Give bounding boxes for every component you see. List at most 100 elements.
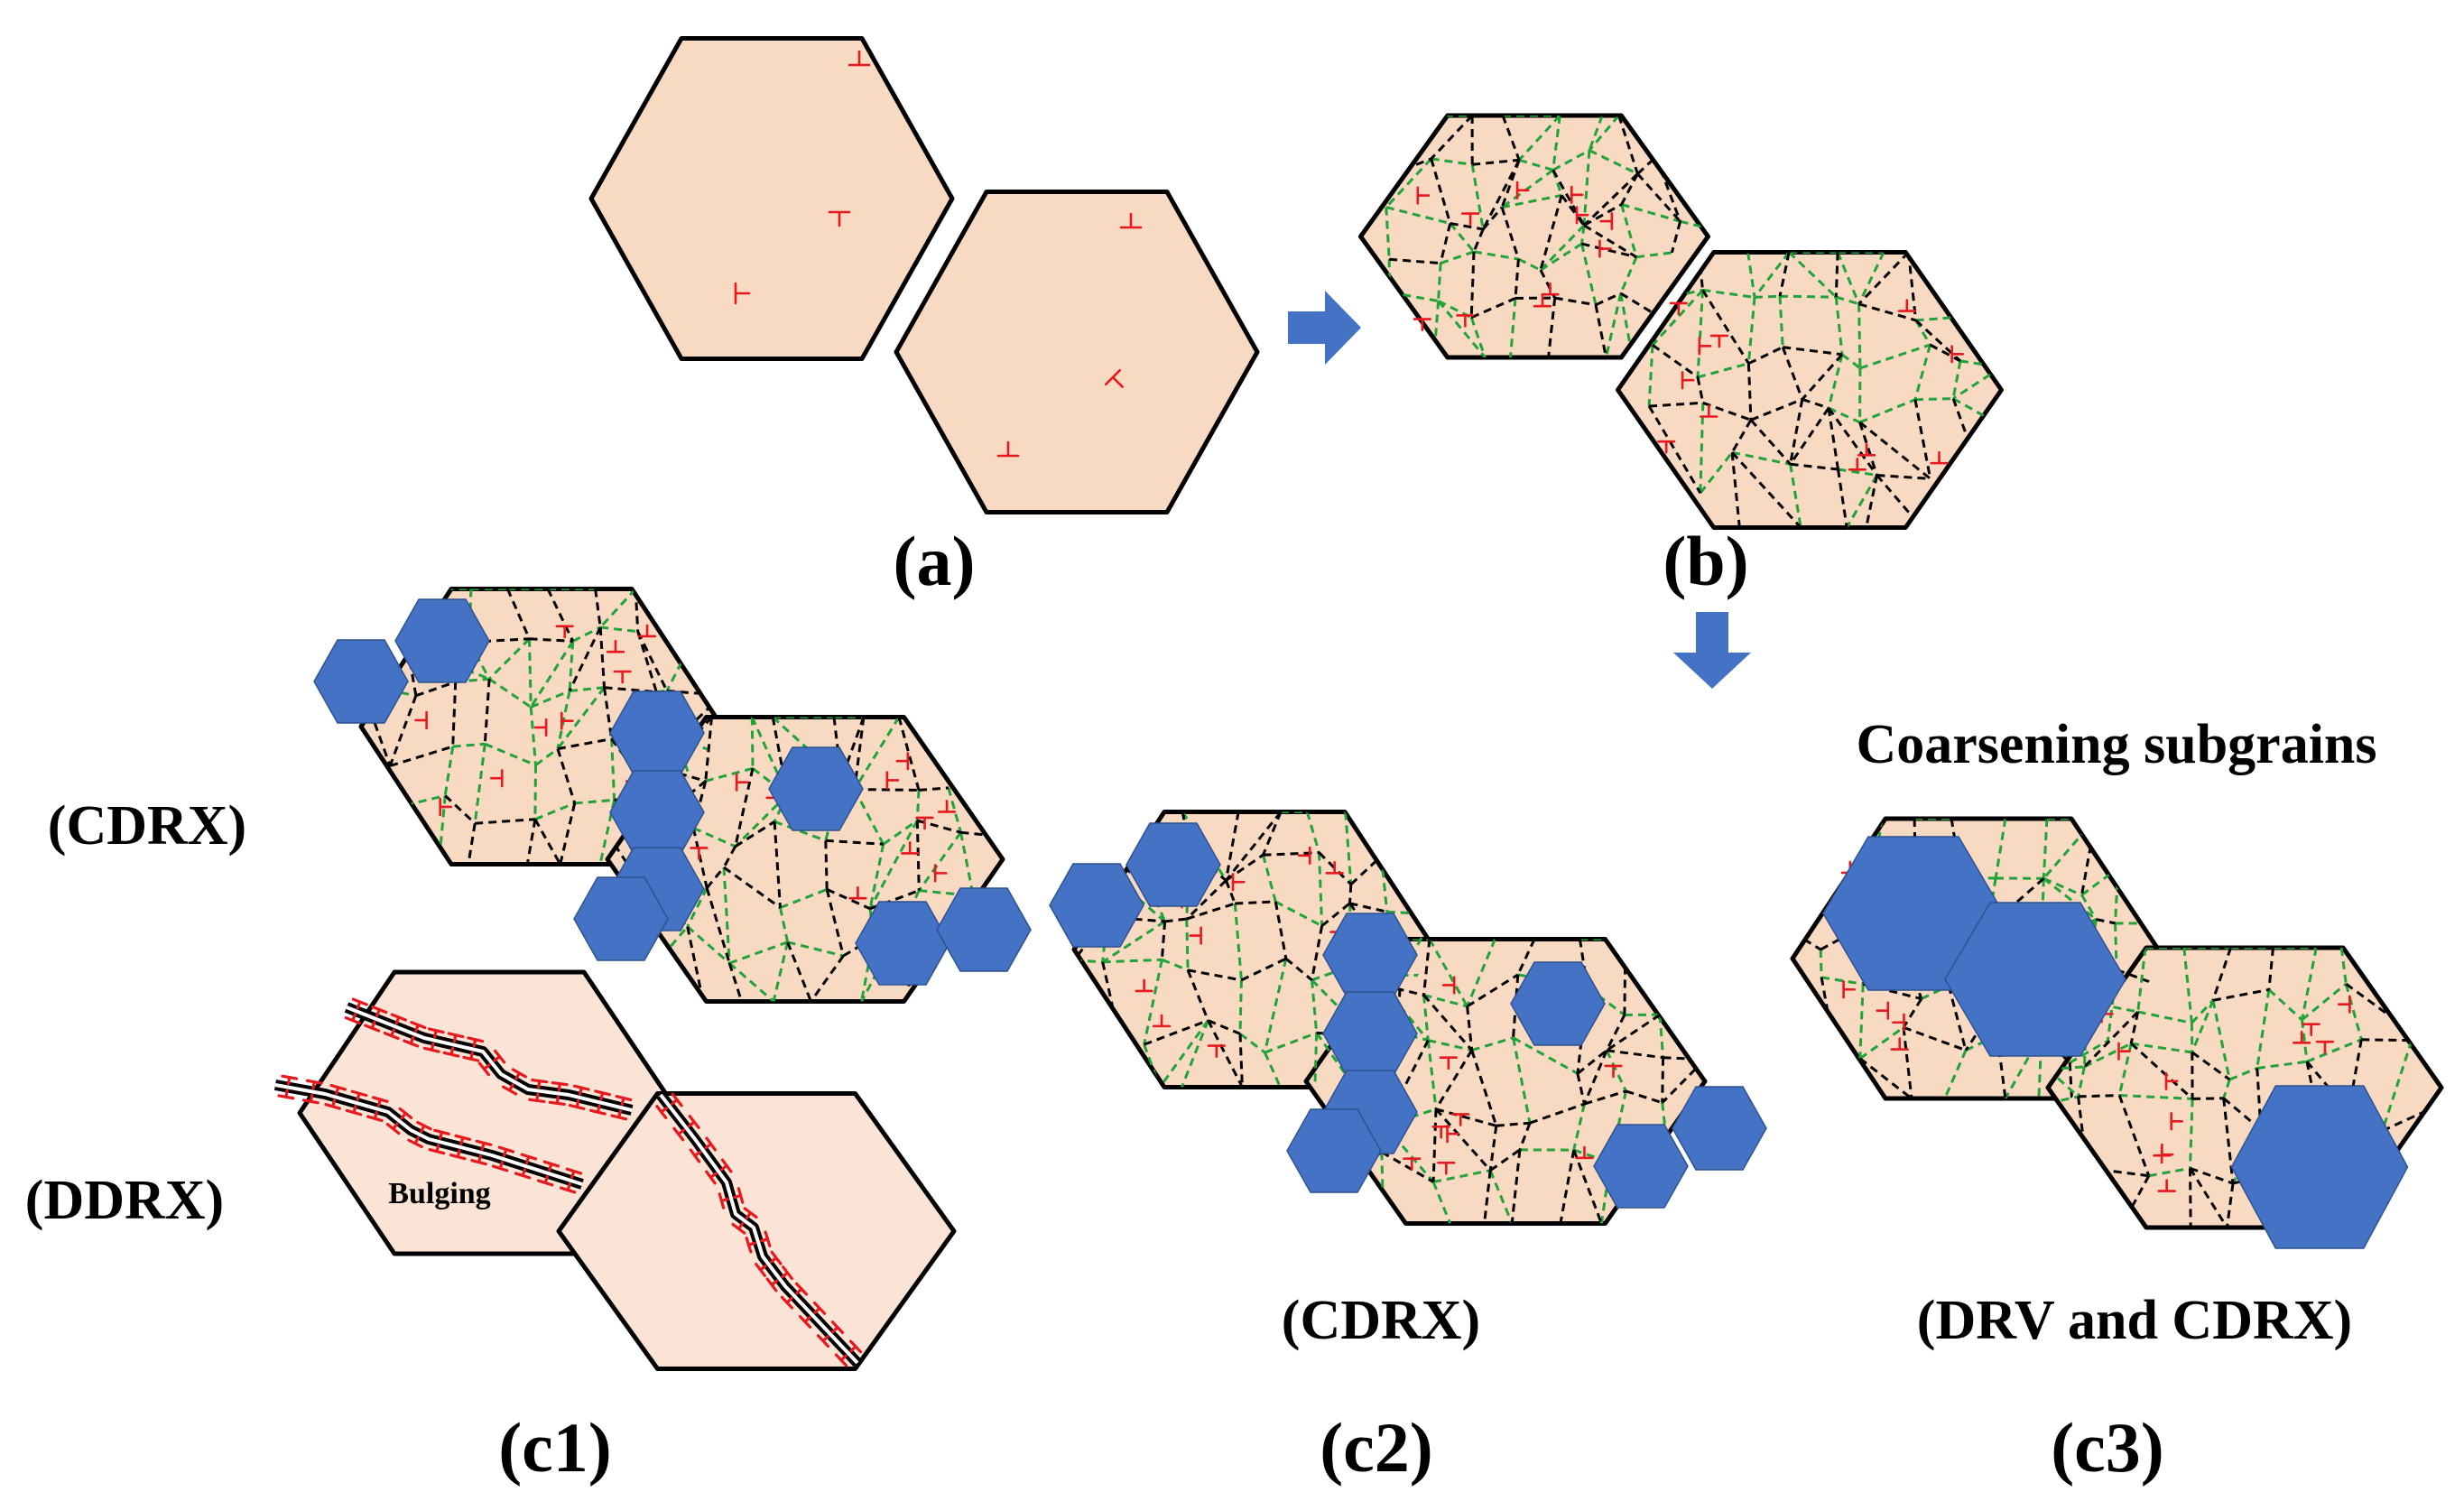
subgrains-b-right-dislocation-3 xyxy=(1857,443,1876,457)
subgrains-c2-right-dislocation-0 xyxy=(1437,1161,1456,1175)
recrystallized-grain-c2-7 xyxy=(1593,1124,1689,1209)
bulge-boundary-1-dislocation-6 xyxy=(462,1036,485,1062)
subgrains-c1-left-dislocation-9 xyxy=(439,797,452,817)
subgrains-b-right-green xyxy=(1647,252,2002,528)
subgrains-c2-right-dislocation-5 xyxy=(1439,1056,1458,1070)
bulge-boundary-3-dislocation-4 xyxy=(718,1187,745,1209)
arrow-down-icon xyxy=(1673,612,1751,689)
subgrains-c3-right-dislocation-1 xyxy=(2157,1179,2176,1192)
recrystallized-grain-c1-0 xyxy=(313,639,409,724)
bulge-boundary-3-dislocation-6 xyxy=(745,1230,772,1254)
subgrains-c2-right-dislocation-3 xyxy=(1575,1145,1594,1160)
subgrains-b-left-green xyxy=(1385,116,1709,357)
subgrains-c2-right-dislocation-1 xyxy=(1451,1113,1470,1126)
subgrains-c3-left-dislocation-3 xyxy=(1876,1001,1890,1020)
bulge-boundary-2-dislocation-4 xyxy=(366,1096,389,1123)
dislocation-a-5 xyxy=(996,440,1020,458)
subgrains-c1-right-dislocation-7 xyxy=(848,885,867,900)
subgrains-c1-right-dislocation-4 xyxy=(938,800,957,813)
bulge-boundary-1-dislocation-3 xyxy=(403,1021,427,1048)
dislocation-a-4 xyxy=(1104,368,1124,388)
ddrx-left-label: (DDRX) xyxy=(25,1170,224,1231)
cdrx-c2-label: (CDRX) xyxy=(1282,1290,1480,1351)
subgrains-b-right-dislocation-7 xyxy=(1897,299,1916,312)
subgrains-b-left-dislocation-0 xyxy=(1515,181,1530,199)
bulge-boundary-2-dislocation-8 xyxy=(449,1134,472,1161)
bulge-boundary-2-inner xyxy=(274,1083,583,1186)
cdrx-left-label: (CDRX) xyxy=(48,795,246,857)
bulge-boundary-3-dislocation-1 xyxy=(672,1115,700,1142)
subgrains-c1-right-dislocation-9 xyxy=(933,864,948,883)
subgrains-c1-right-dislocation-0 xyxy=(901,841,920,855)
subgrains-c2-right-dislocation-6 xyxy=(1403,1157,1422,1171)
bulging-label: Bulging xyxy=(388,1177,490,1210)
bulge-boundary-3-dislocation-11 xyxy=(816,1321,845,1348)
text-labels: (a) (b) (c1) (c2) (c3) (CDRX) (DDRX) Bul… xyxy=(25,522,2377,1487)
recrystallized-grain-c3-1 xyxy=(1944,902,2126,1057)
bulge-boundary-2-dislocation-0 xyxy=(277,1074,299,1100)
bulge-boundary-3-dislocation-10 xyxy=(798,1301,827,1329)
subgrains-c1-right-dislocation-2 xyxy=(915,816,934,830)
grain-a-right xyxy=(894,190,1260,514)
bulge-boundary-2-dislocation-12 xyxy=(536,1160,560,1187)
subgrains-b-left xyxy=(1385,116,1709,357)
subgrains-c3-left-dislocation-8 xyxy=(1890,1037,1909,1051)
subgrains-c1-right-dislocation-10 xyxy=(885,771,900,790)
bulge-boundary-3-dislocation-3 xyxy=(705,1158,733,1185)
subgrains-b-right-dislocation-9 xyxy=(1709,334,1729,348)
subgrains-c1-left-dislocation-1 xyxy=(606,639,625,653)
arrow-right-icon xyxy=(1288,291,1361,365)
bulge-boundary-2-dislocation-7 xyxy=(428,1128,450,1155)
bulge-boundary-1-dislocation-2 xyxy=(383,1013,407,1041)
subgrains-c3-right-dislocation-8 xyxy=(2293,1031,2311,1044)
subgrains-b-right-dislocation-4 xyxy=(1700,404,1718,418)
subgrains-b-left-dislocation-8 xyxy=(1533,293,1552,308)
bulge-boundary-3-dislocation-7 xyxy=(755,1250,783,1277)
bulge-boundary-1-dislocation-7 xyxy=(477,1049,506,1077)
subgrains-c1-left-dislocation-10 xyxy=(533,718,548,737)
recrystallized-grains-layer xyxy=(313,598,2409,1249)
subgrains-c3-left-dislocation-5 xyxy=(1892,1013,1905,1032)
subgrains-c2-left-dislocation-8 xyxy=(1207,1044,1226,1058)
subgrains-c2-left-dislocation-4 xyxy=(1325,861,1344,875)
dislocation-a-3 xyxy=(1119,212,1143,229)
drv-cdrx-label: (DRV and CDRX) xyxy=(1917,1290,2352,1351)
subgrains-b-right-dislocation-0 xyxy=(1681,371,1695,390)
subgrains-c2-left-dislocation-0 xyxy=(1135,978,1153,993)
subgrains-c1-left-dislocation-2 xyxy=(637,624,657,638)
subgrains-b-right-dislocation-6 xyxy=(1669,301,1688,316)
bulge-boundary-3-dislocation-9 xyxy=(780,1282,809,1310)
subgrains-b-right-dislocation-8 xyxy=(1848,458,1867,471)
bulge-boundary-3-dislocation-2 xyxy=(689,1136,718,1163)
subgrains-c1-left-dislocation-5 xyxy=(555,625,574,639)
bulge-boundary-2-dislocation-2 xyxy=(324,1083,347,1110)
bulge-boundary-1-dislocation-13 xyxy=(610,1095,633,1121)
bulge-boundary-2-dislocation-5 xyxy=(385,1107,413,1135)
bulge-boundary-1-dislocation-9 xyxy=(528,1078,549,1104)
subgrains-c3-right-dislocation-9 xyxy=(2170,1112,2184,1131)
subgrains-c1-right-dislocation-6 xyxy=(690,847,709,860)
subgrains-c1-left-dislocation-6 xyxy=(613,670,632,684)
bulge-boundary-2-dislocation-10 xyxy=(491,1145,515,1172)
bulge-boundary-1-dislocation-11 xyxy=(568,1084,590,1110)
bulge-boundary-1-dislocation-12 xyxy=(589,1089,611,1116)
subgrains-b-right-dislocation-1 xyxy=(1950,345,1964,364)
subgrains-c2-left-green xyxy=(1074,811,1435,1088)
subgrains-b-right xyxy=(1647,252,2002,528)
bulge-boundary-1-dislocation-1 xyxy=(364,1005,388,1033)
subgrains-c3-right-dislocation-0 xyxy=(2338,995,2351,1014)
bulge-boundary-2-dislocation-1 xyxy=(301,1079,323,1105)
subgrains-c3-right-dislocation-5 xyxy=(2164,1071,2179,1090)
subgrains-c3-left-dislocation-1 xyxy=(1842,980,1856,999)
bulge-boundary-2-dislocation-13 xyxy=(559,1167,583,1194)
recrystallized-grain-c1-6 xyxy=(768,746,864,831)
subgrains-b-right-black xyxy=(1647,252,1976,528)
bulge-boundary-2-dislocation-3 xyxy=(345,1089,368,1117)
subgrains-c3-right-dislocation-4 xyxy=(2117,1042,2131,1061)
bulge-boundary-1-dislocation-10 xyxy=(548,1080,569,1107)
bulge-boundary-1-dislocation-8 xyxy=(502,1068,527,1096)
subgrains-b-left-dislocation-4 xyxy=(1541,282,1560,296)
recrystallized-grain-c1-8 xyxy=(936,887,1032,972)
coarsening-label: Coarsening subgrains xyxy=(1856,714,2376,775)
